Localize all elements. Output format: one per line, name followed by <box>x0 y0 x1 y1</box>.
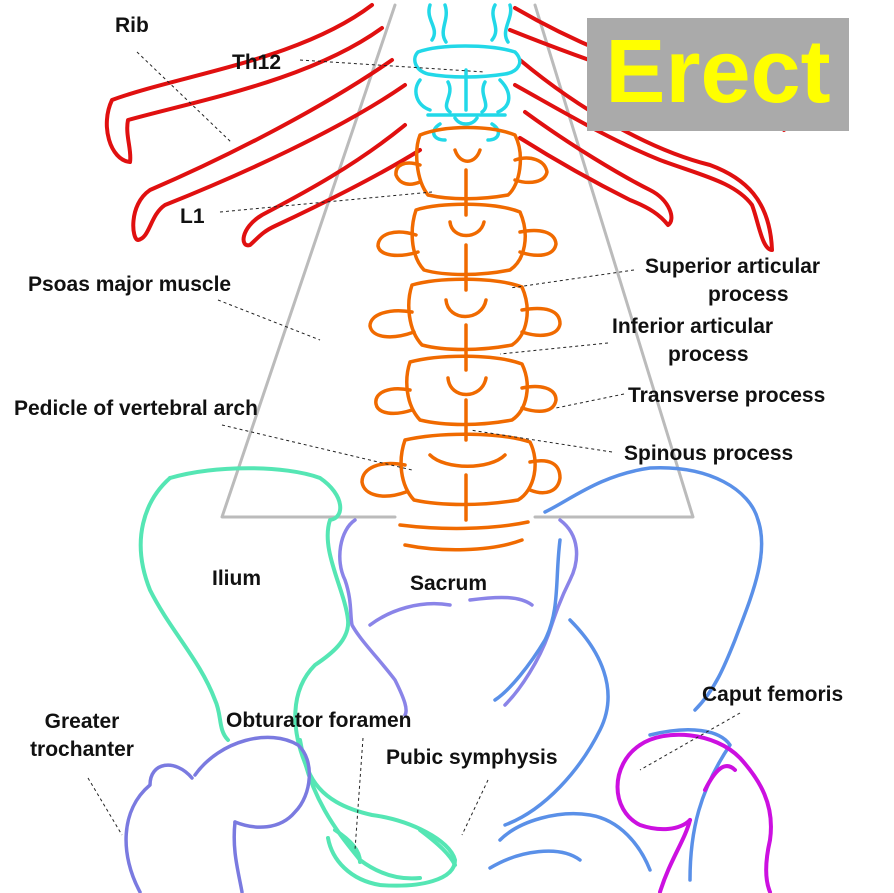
l5-spinous <box>428 453 507 522</box>
leader-th12 <box>299 59 486 73</box>
th12-facets <box>414 78 511 114</box>
lumbar-vertebrae <box>360 125 562 552</box>
thoracic-upper-right <box>490 3 513 44</box>
leader-lines <box>87 51 741 851</box>
l4-body <box>405 354 529 427</box>
l1-transverse <box>394 156 549 186</box>
ilium-right-outer <box>543 466 764 712</box>
rib-left-3 <box>241 123 422 248</box>
acetabulum-right <box>648 728 732 882</box>
label-pedicle: Pedicle of vertebral arch <box>14 397 258 420</box>
leader-spinous <box>469 429 613 453</box>
th12-body <box>413 44 522 79</box>
label-psoas: Psoas major muscle <box>28 273 231 296</box>
label-obturator: Obturator foramen <box>226 709 412 732</box>
pubic-left <box>333 828 457 867</box>
ilium-left-outer <box>138 476 230 742</box>
th12-pedicles <box>444 80 488 114</box>
caput-femoris-head <box>615 743 692 832</box>
l3-body <box>407 277 529 352</box>
thoracic-vertebrae <box>413 3 522 142</box>
rib-left-1 <box>104 3 384 164</box>
leader-greater <box>87 777 123 836</box>
th12-spinous <box>453 68 479 126</box>
l5-body <box>399 432 537 507</box>
l2-transverse <box>376 228 558 258</box>
label-rib: Rib <box>115 14 149 37</box>
l1-spinous <box>453 148 482 217</box>
caput-femoris-neck <box>658 764 737 893</box>
l3-spinous <box>444 298 488 372</box>
leader-caput <box>639 712 741 771</box>
femur-left-neck <box>232 820 244 893</box>
labels: Rib Th12 L1 Psoas major muscle Superior … <box>14 14 843 769</box>
thoracic-upper-left <box>427 3 448 44</box>
erect-badge-text: Erect <box>605 22 830 122</box>
leader-psoas <box>217 299 321 341</box>
pelvis-right-inner-curve <box>503 618 610 827</box>
pubic-right <box>488 812 652 872</box>
l2-body <box>410 202 527 277</box>
l4-transverse <box>374 384 558 416</box>
leader-superior <box>509 269 635 289</box>
label-transverse: Transverse process <box>628 384 825 407</box>
label-inferior-line1: Inferior articular <box>612 315 773 338</box>
rib-right-3 <box>518 110 674 227</box>
sacrum-bone <box>338 518 579 717</box>
l5-transverse <box>360 459 562 498</box>
label-superior-line1: Superior articular <box>645 255 820 278</box>
label-th12: Th12 <box>232 51 281 74</box>
l2-spinous <box>448 220 486 292</box>
l3-transverse <box>368 306 562 339</box>
label-sacrum: Sacrum <box>410 572 487 595</box>
femur-left-head <box>193 735 311 829</box>
leader-inferior <box>499 342 609 355</box>
sacrum-left <box>338 518 408 717</box>
psoas-left-outline <box>220 3 397 519</box>
femur-left-trochanter <box>124 763 194 893</box>
leader-pedicle <box>221 424 413 471</box>
label-pubic: Pubic symphysis <box>386 746 558 769</box>
thoracic-lower <box>426 113 507 142</box>
caput-femoris-bone <box>615 732 773 893</box>
label-l1: L1 <box>180 205 205 228</box>
label-spinous: Spinous process <box>624 442 793 465</box>
ilium-right-inner <box>493 538 562 702</box>
right-pelvis <box>488 466 764 882</box>
left-femur <box>124 735 311 893</box>
leader-transverse <box>555 393 625 409</box>
label-greater-line1: Greater <box>45 710 120 733</box>
erect-badge-bg <box>587 18 849 131</box>
label-greater-line2: trochanter <box>30 738 134 761</box>
label-superior-line2: process <box>708 283 789 306</box>
sacrum-right <box>503 518 579 707</box>
rib-right-2 <box>513 58 774 252</box>
rib-left-2 <box>131 58 407 242</box>
ilium-pelvis <box>138 466 457 888</box>
label-caput: Caput femoris <box>702 683 843 706</box>
l1-body <box>414 125 523 201</box>
leader-pubic <box>461 779 489 836</box>
l4-spinous <box>446 376 488 442</box>
leader-rib <box>136 51 233 144</box>
lumbosacral-lines <box>398 520 530 552</box>
ilium-left-outline <box>168 466 457 888</box>
sacrum-foramina <box>368 595 534 627</box>
leader-obturator <box>354 737 364 851</box>
label-ilium: Ilium <box>212 567 261 590</box>
label-inferior-line2: process <box>668 343 749 366</box>
caput-femoris-outline <box>638 732 773 893</box>
